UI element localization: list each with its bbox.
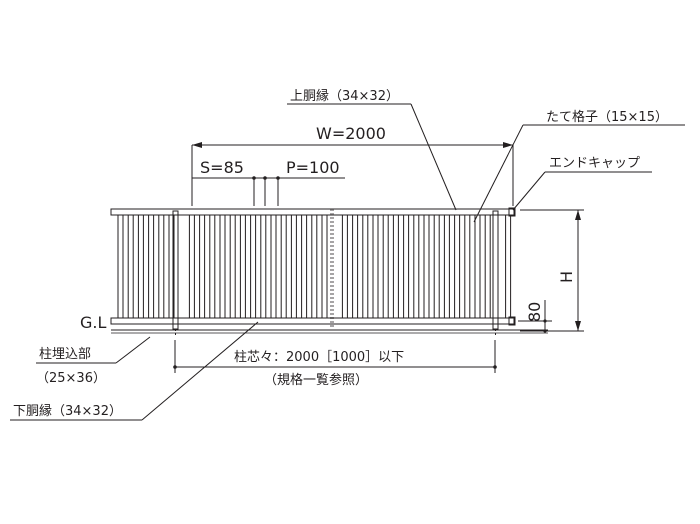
- lattice-bar: [137, 214, 144, 319]
- top-rail: [110, 208, 515, 216]
- lattice-bar: [301, 214, 308, 319]
- lattice-bar: [413, 214, 420, 319]
- lattice-bar: [148, 214, 155, 319]
- vertical-bar-callout: たて格子（15×15）: [473, 109, 685, 223]
- lattice-bar: [311, 214, 318, 319]
- ground-line-label: G.L: [80, 313, 106, 332]
- lattice-bar: [505, 214, 512, 319]
- post-embed-size: （25×36）: [36, 371, 106, 386]
- lattice-bar: [423, 214, 430, 319]
- lattice-bar: [362, 214, 369, 319]
- bottom-rail-callout: 下胴縁（34×32）: [10, 321, 259, 421]
- height-label: H: [557, 271, 576, 283]
- lattice-bar: [443, 214, 450, 319]
- post-pitch-note: （規格一覧参照）: [264, 372, 368, 388]
- lattice-bar: [260, 214, 267, 319]
- lattice-bar: [188, 214, 195, 319]
- pitch-p-label: P=100: [286, 158, 340, 177]
- lattice-bar: [372, 214, 379, 319]
- lattice-bar: [352, 214, 359, 319]
- lattice-bar: [280, 214, 287, 319]
- vertical-bar-label: たて格子（15×15）: [546, 109, 668, 125]
- width-label: W=2000: [316, 124, 386, 143]
- end-cap-callout: エンドキャップ: [512, 156, 652, 211]
- lattice-bar: [392, 214, 399, 319]
- end-cap-top: [508, 207, 516, 217]
- fence-panel: [110, 207, 516, 336]
- lattice-bar: [454, 214, 461, 319]
- lattice-bar: [464, 214, 471, 319]
- offset-label: 80: [525, 302, 544, 322]
- bottom-rail-label: 下胴縁（34×32）: [13, 403, 122, 419]
- lattice-bar: [484, 214, 491, 319]
- lattice-bar: [127, 214, 134, 319]
- lattice-bar: [168, 214, 175, 319]
- bottom-rail: [110, 317, 515, 325]
- height-dimension: H: [520, 209, 584, 332]
- lattice-bar: [382, 214, 389, 319]
- end-cap-bottom: [508, 316, 516, 326]
- lattice-bar: [209, 214, 216, 319]
- lattice-bar: [199, 214, 206, 319]
- top-rail-callout: 上胴縁（34×32）: [287, 88, 457, 211]
- spacing-s-label: S=85: [200, 158, 244, 177]
- lattice-bar: [290, 214, 297, 319]
- post-right: [492, 210, 499, 336]
- lattice-bar: [341, 214, 348, 319]
- post-pitch-dimension: 柱芯々：2000［1000］以下 （規格一覧参照）: [173, 340, 497, 388]
- lattice-bar: [433, 214, 440, 319]
- vertical-bars: [117, 214, 512, 319]
- lattice-bar: [250, 214, 257, 319]
- post-embed-callout: 柱埋込部 （25×36）: [36, 336, 151, 386]
- ground-line: G.L: [80, 313, 548, 334]
- post-middle: [330, 209, 334, 329]
- lattice-bar: [229, 214, 236, 319]
- lattice-bar: [474, 214, 481, 319]
- spacing-dimension: S=85 P=100: [192, 158, 345, 206]
- lattice-bar: [117, 214, 124, 319]
- post-pitch-label: 柱芯々：2000［1000］以下: [234, 350, 404, 365]
- post-embed-label: 柱埋込部: [39, 347, 91, 362]
- lattice-bar: [239, 214, 246, 319]
- lattice-bar: [158, 214, 165, 319]
- lattice-bar: [403, 214, 410, 319]
- offset-dimension: 80: [518, 300, 552, 333]
- lattice-bar: [321, 214, 328, 319]
- lattice-bar: [219, 214, 226, 319]
- top-rail-label: 上胴縁（34×32）: [290, 88, 399, 104]
- end-cap-label: エンドキャップ: [549, 156, 640, 171]
- lattice-bar: [270, 214, 277, 319]
- width-dimension: W=2000: [191, 124, 514, 206]
